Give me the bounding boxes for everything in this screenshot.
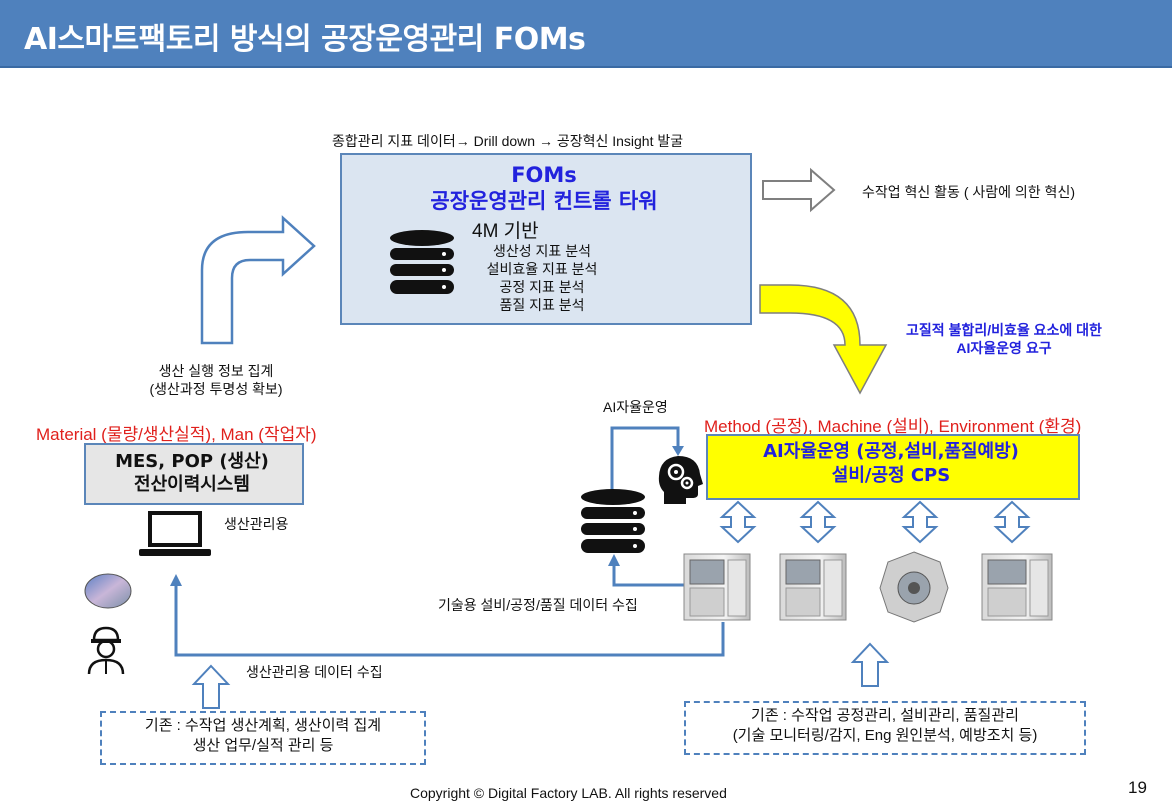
wafer-icon bbox=[84, 573, 132, 609]
existing-right-line2: (기술 모니터링/감지, Eng 원인분석, 예방조치 등) bbox=[732, 726, 1038, 744]
database-icon bbox=[390, 230, 454, 294]
up-arrow-left bbox=[191, 664, 231, 709]
existing-right-text: 기존 : 수작업 공정관리, 설비관리, 품질관리 (기술 모니터링/감지, E… bbox=[684, 706, 1086, 745]
foms-item: 공정 지표 분석 bbox=[499, 279, 585, 295]
top-caption: 종합관리 지표 데이터→ Drill down → 공장혁신 Insight 발… bbox=[332, 133, 684, 149]
foms-subtitle: 4M 기반 bbox=[472, 221, 539, 242]
tech-data-label: 기술용 설비/공정/품질 데이터 수집 bbox=[438, 597, 638, 613]
laptop-label: 생산관리용 bbox=[224, 516, 289, 532]
production-info-line1: 생산 실행 정보 집계 bbox=[158, 363, 274, 379]
equipment-row bbox=[683, 551, 1053, 623]
machine-icon bbox=[981, 553, 1053, 621]
existing-right-box bbox=[684, 701, 1086, 755]
foms-item-list: 생산성 지표 분석 설비효율 지표 분석 공정 지표 분석 품질 지표 분석 bbox=[462, 242, 622, 314]
ai-request-label: 고질적 불합리/비효율 요소에 대한 AI자율운영 요구 bbox=[880, 321, 1128, 357]
mes-line2: 전산이력시스템 bbox=[134, 474, 250, 496]
curved-up-arrow bbox=[200, 215, 316, 345]
ai-autonomous-box bbox=[706, 434, 1080, 500]
ai-request-line1: 고질적 불합리/비효율 요소에 대한 bbox=[906, 322, 1102, 338]
machine-icon bbox=[779, 553, 847, 621]
worker-icon bbox=[87, 626, 125, 675]
foms-tower-title: FOMs 공장운영관리 컨트롤 타워 bbox=[340, 162, 748, 215]
ai-loop-connector bbox=[610, 426, 680, 490]
ai-request-line2: AI자율운영 요구 bbox=[956, 340, 1052, 357]
yellow-curved-arrow bbox=[759, 284, 888, 395]
ai-box-line1: AI자율운영 (공정,설비,품질예방) bbox=[763, 441, 1019, 462]
ai-head-icon bbox=[658, 456, 703, 504]
header-bar bbox=[0, 0, 1172, 68]
copyright: Copyright © Digital Factory LAB. All rig… bbox=[410, 785, 727, 801]
foms-item: 설비효율 지표 분석 bbox=[486, 261, 598, 277]
foms-item: 품질 지표 분석 bbox=[499, 297, 585, 313]
mes-text: MES, POP (생산) 전산이력시스템 bbox=[84, 450, 300, 497]
existing-left-line2: 생산 업무/실적 관리 등 bbox=[192, 736, 334, 754]
existing-right-line1: 기존 : 수작업 공정관리, 설비관리, 품질관리 bbox=[751, 707, 1019, 724]
double-arrows bbox=[719, 500, 1031, 544]
page-number: 19 bbox=[1128, 778, 1147, 797]
existing-left-box bbox=[100, 711, 426, 765]
material-man-label: Material (물량/생산실적), Man (작업자) bbox=[36, 425, 317, 444]
ai-autonomous-text: AI자율운영 (공정,설비,품질예방) 설비/공정 CPS bbox=[706, 440, 1076, 489]
mes-line1: MES, POP (생산) bbox=[115, 451, 269, 472]
machine-icon bbox=[683, 553, 751, 621]
right-outline-arrow bbox=[762, 167, 836, 213]
method-machine-env-label: Method (공정), Machine (설비), Environment (… bbox=[704, 417, 1082, 436]
foms-title-line2: 공장운영관리 컨트롤 타워 bbox=[430, 189, 658, 214]
database-icon bbox=[581, 489, 645, 553]
laptop-icon bbox=[139, 511, 211, 556]
up-arrow-right bbox=[850, 642, 890, 687]
foms-title-line1: FOMs bbox=[511, 163, 577, 187]
page-title: AI스마트팩토리 방식의 공장운영관리 FOMs bbox=[24, 22, 586, 57]
prod-data-connector bbox=[174, 582, 725, 657]
existing-left-text: 기존 : 수작업 생산계획, 생산이력 집계 생산 업무/실적 관리 등 bbox=[100, 716, 426, 755]
manual-activity-label: 수작업 혁신 활동 ( 사람에 의한 혁신) bbox=[862, 184, 1075, 200]
production-info-line2: (생산과정 투명성 확보) bbox=[149, 381, 283, 398]
foms-item: 생산성 지표 분석 bbox=[493, 243, 591, 259]
ai-ops-label: AI자율운영 bbox=[603, 399, 668, 415]
machine-icon bbox=[879, 551, 949, 623]
production-info-label: 생산 실행 정보 집계 (생산과정 투명성 확보) bbox=[116, 362, 316, 398]
mes-box bbox=[84, 443, 304, 505]
tech-data-connector bbox=[612, 562, 684, 587]
existing-left-line1: 기존 : 수작업 생산계획, 생산이력 집계 bbox=[144, 717, 382, 734]
ai-box-line2: 설비/공정 CPS bbox=[831, 465, 951, 487]
prod-data-label: 생산관리용 데이터 수집 bbox=[246, 664, 383, 680]
